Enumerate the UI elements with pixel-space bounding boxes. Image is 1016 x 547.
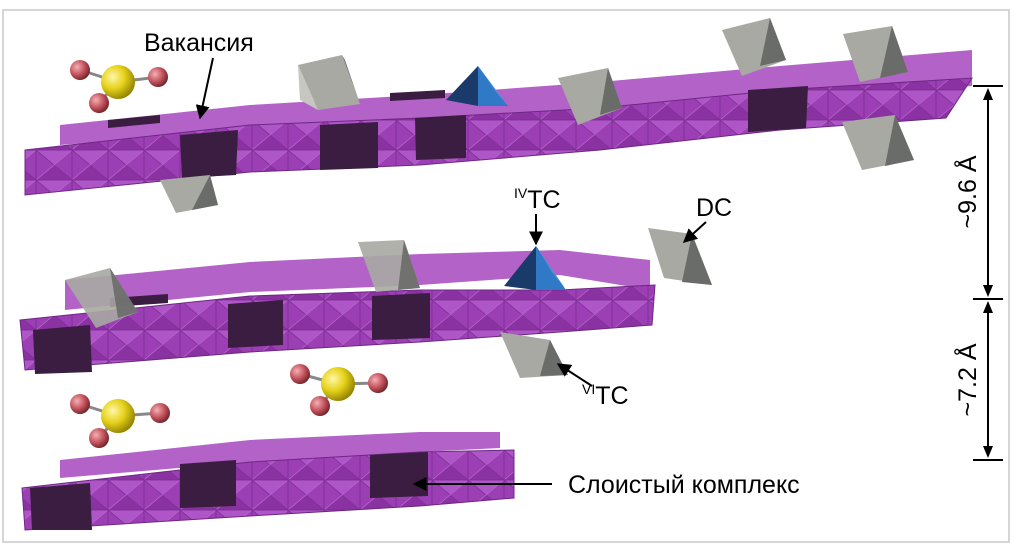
grey-octahedron-icon [722,18,786,76]
vacancy-arrow [195,57,214,120]
spacing-9-6-label: ~9.6 Å [952,155,982,228]
dc-label: DC [696,194,732,222]
grey-octahedron-icon [842,115,914,170]
sulfate-molecule-icon [290,364,388,416]
grey-octahedron-icon [298,55,360,110]
vacancy-site [30,483,92,530]
grey-octahedron-icon [843,26,908,82]
middle-octahedral-sheet [19,250,656,374]
grey-octahedron-icon [648,228,712,285]
blue-tetrahedron-icon [504,246,566,290]
spacing-7-2-label: ~7.2 Å [952,343,982,416]
top-octahedral-sheet [24,50,973,196]
grey-octahedron-icon [160,175,218,213]
vacancy-site [320,122,378,170]
vi-tc-label: VITC [582,381,629,410]
vi-tc-arrow [556,363,593,387]
iv-tc-label: IVTC [514,185,561,214]
vacancy-label: Вакансия [144,29,254,57]
grey-octahedron-icon [65,268,138,328]
dc-arrow [682,221,707,243]
bottom-octahedral-sheet [21,432,515,531]
vacancy-site [372,293,430,340]
layered-complex-label: Слоистый комплекс [568,471,800,499]
grey-octahedron-icon [358,240,420,292]
vacancy-site [415,115,466,160]
vacancy-site [370,452,428,498]
vacancy-site [748,86,808,132]
vacancy-site [228,300,283,348]
blue-tetrahedron-icon [446,66,508,106]
grey-octahedron-icon [558,68,622,125]
vacancy-site [180,460,236,508]
sulfate-molecule-icon [70,60,168,113]
vacancy-site [33,325,92,374]
spacing-dimension [973,85,1003,461]
vacancy-site [180,130,238,178]
sulfate-molecule-icon [70,394,170,448]
